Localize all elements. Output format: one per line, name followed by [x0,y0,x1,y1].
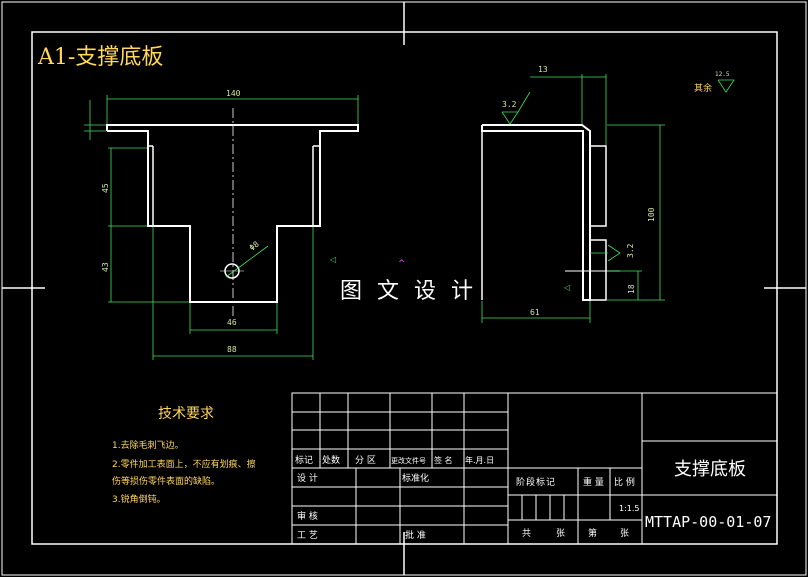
label-standardize: 标准化 [402,472,429,484]
side-flange-lower [590,239,607,301]
dim-slot-width: 46 [227,318,237,327]
label-review: 审 核 [297,510,318,522]
dim-hole-dia: Φ8 [248,239,261,252]
label-mark: 标记 [295,454,313,466]
marker-left: ◁ [329,255,336,264]
tech-item-2: 2.零件加工表面上，不应有划痕、擦 [112,458,256,470]
title-block-grid [291,392,778,545]
label-process: 工 艺 [297,530,318,541]
side-dimensions [481,74,735,323]
dim-bottom: 61 [530,308,540,317]
marker-right: ◁ [563,283,570,292]
dim-height-upper: 45 [101,183,110,193]
front-view: 140 45 43 Φ8 46 88 [84,89,359,360]
tech-item-2-cont: 伤等损伤零件表面的缺陷。 [112,475,220,487]
label-sign: 签 名 [434,455,453,465]
label-total: 共 [522,528,531,539]
label-page: 第 [588,527,597,539]
roughness-other: 12.5 [715,71,730,78]
front-dimensions [84,95,359,360]
label-stage-mark: 阶段标记 [516,476,556,488]
scale-value: 1:1.5 [619,504,640,513]
tech-requirements-heading: 技术要求 [158,406,214,422]
side-flange-upper [590,145,607,227]
roughness-right: 3.2 [626,243,635,258]
front-view-outline [106,124,359,303]
marker-center: ^ [398,259,406,269]
tech-item-1: 1.去除毛刺飞边。 [112,439,184,451]
watermark-bg [330,272,480,308]
label-sheet: 张 [556,528,565,539]
label-zone: 分 区 [355,455,376,466]
side-view-outline [481,124,591,301]
label-date: 年.月.日 [465,455,494,465]
label-weight: 重 量 [583,476,604,488]
label-ratio: 比 例 [614,476,635,488]
remaining-label: 其余 [694,82,712,94]
dim-bottom-width: 88 [227,345,237,354]
drawing-number: MTTAP-00-01-07 [645,513,771,531]
label-count: 处数 [322,454,340,466]
tech-item-3: 3.锐角倒钝。 [112,493,166,505]
title-block-labels: 标记 处数 分 区 更改文件号 签 名 年.月.日 设 计 标准化 审 核 工 … [295,454,640,541]
roughness-left: 3.2 [502,100,517,109]
label-approve: 批 准 [405,529,426,541]
dim-height-lower: 43 [101,262,110,272]
side-view: 13 100 18 61 3.2 3.2 12.5 其余 [481,65,735,323]
label-sheet-2: 张 [620,528,629,539]
dim-top: 13 [538,65,548,74]
drawing-title: A1-支撑底板 [37,45,163,70]
dim-width-top: 140 [226,89,241,98]
label-change-doc: 更改文件号 [391,456,426,465]
part-name: 支撑底板 [674,459,746,480]
watermark: 图 文 设 计 [340,279,477,304]
dim-small: 18 [627,284,636,294]
dim-height: 100 [647,207,656,222]
label-design: 设 计 [297,472,318,484]
